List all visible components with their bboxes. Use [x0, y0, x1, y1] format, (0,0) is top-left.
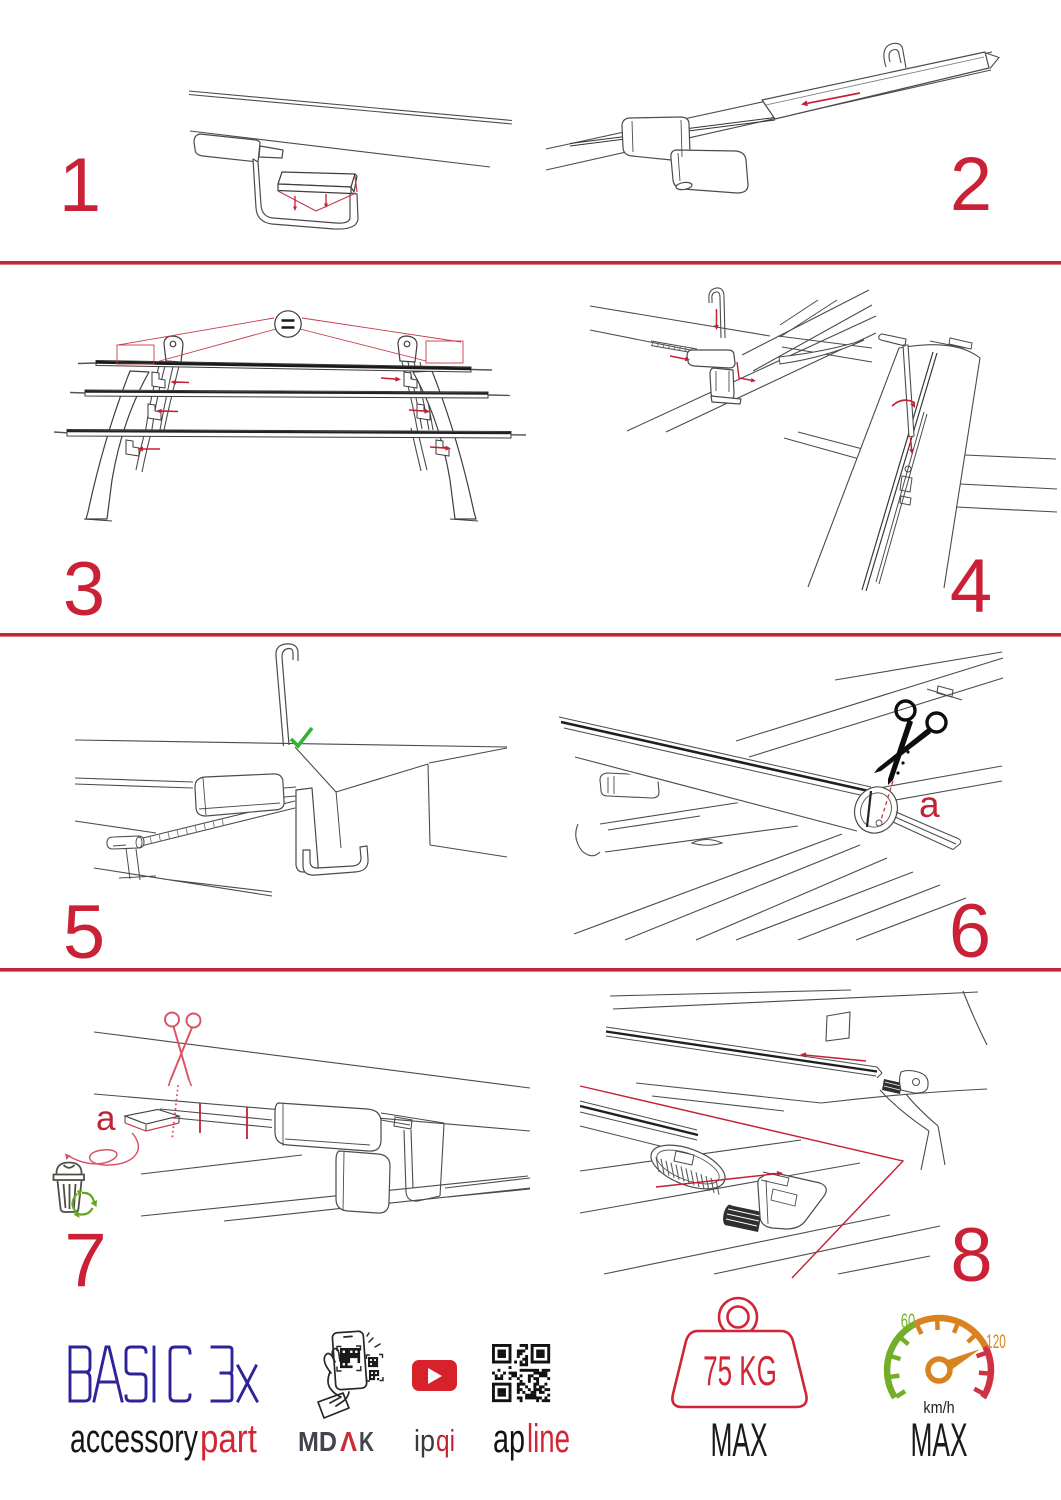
svg-text:K: K: [359, 1426, 374, 1457]
svg-text:MAX: MAX: [710, 1415, 767, 1467]
svg-text:3: 3: [63, 547, 105, 632]
svg-text:qi: qi: [436, 1423, 455, 1458]
svg-text:ap: ap: [493, 1417, 525, 1461]
svg-text:Λ: Λ: [340, 1426, 357, 1457]
svg-text:60: 60: [901, 1309, 916, 1333]
svg-text:a: a: [96, 1099, 116, 1138]
svg-text:ip: ip: [414, 1423, 435, 1458]
svg-text:7: 7: [64, 1218, 106, 1303]
svg-text:5: 5: [63, 890, 105, 975]
svg-text:MAX: MAX: [910, 1415, 967, 1467]
svg-text:2: 2: [950, 142, 992, 227]
svg-text:km/h: km/h: [923, 1399, 954, 1417]
svg-text:4: 4: [950, 544, 992, 629]
svg-text:120: 120: [986, 1332, 1006, 1352]
svg-text:part: part: [200, 1417, 257, 1461]
svg-text:75 KG: 75 KG: [703, 1348, 777, 1395]
svg-text:1: 1: [59, 143, 101, 228]
svg-text:accessory: accessory: [70, 1417, 198, 1461]
svg-text:a: a: [919, 784, 940, 825]
svg-text:MD: MD: [298, 1426, 337, 1457]
svg-text:8: 8: [950, 1213, 992, 1298]
svg-text:line: line: [527, 1417, 570, 1461]
svg-text:6: 6: [949, 889, 991, 974]
